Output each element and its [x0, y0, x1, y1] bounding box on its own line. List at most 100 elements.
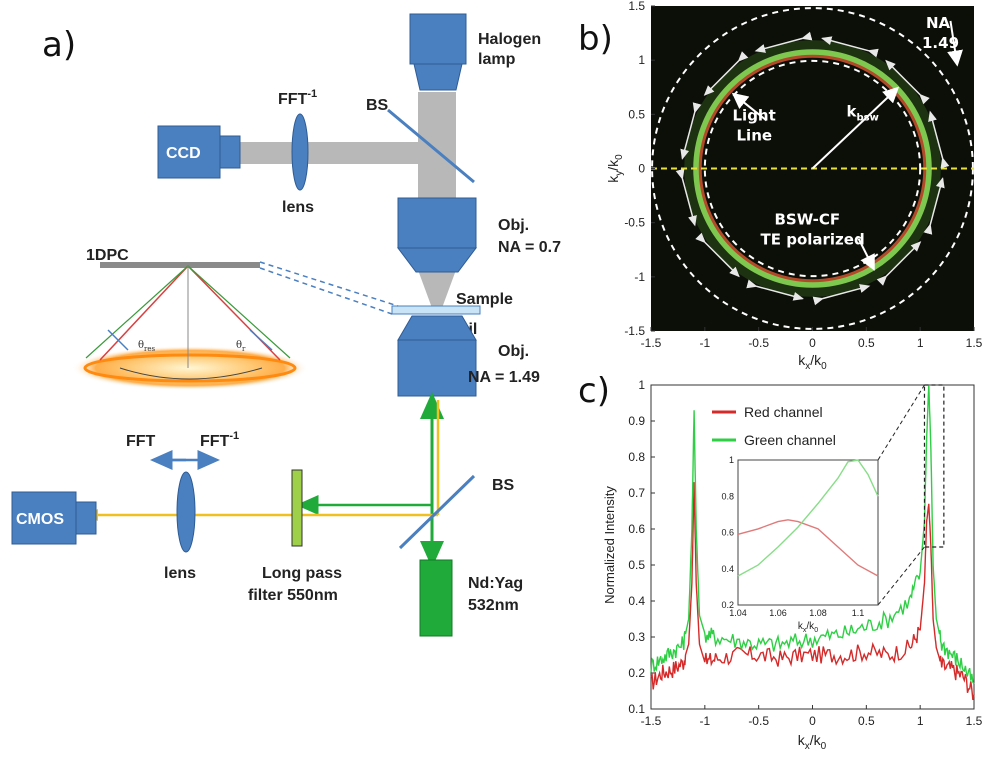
b-ytick-label: 1 — [638, 53, 645, 67]
polarization-arrow — [746, 279, 804, 301]
c-ytick-label: 0.9 — [628, 414, 645, 428]
obj2-label-1: Obj. — [498, 343, 529, 360]
cmos-label: CMOS — [16, 511, 64, 528]
panel-c-label: c) — [578, 371, 610, 411]
dpc-label: 1DPC — [86, 247, 129, 264]
c-xtick-label: -0.5 — [748, 714, 769, 728]
inset-xtick-label: 1.04 — [729, 608, 747, 618]
c-xtick-label: 1 — [917, 714, 924, 728]
polarization-arrow — [680, 102, 702, 160]
series-line-green — [650, 384, 975, 685]
b-ylabel: ky/k0 — [605, 154, 625, 183]
light-line-arrow — [731, 92, 768, 122]
polarization-arrow — [821, 36, 879, 58]
b-ytick-label: 0 — [638, 162, 645, 176]
na-arrow — [947, 20, 963, 67]
bsw-label-1: BSW-CF — [775, 211, 841, 229]
b-ylabel-tail: /k — [605, 159, 621, 171]
b-ylabel-tail-sub: 0 — [614, 154, 625, 160]
objective-cone — [418, 270, 456, 308]
ndyag-laser — [419, 559, 453, 637]
theta-res-label: θres — [138, 340, 156, 353]
ccd-label: CCD — [166, 145, 201, 162]
c-ylabel: Normalized Intensity — [602, 486, 617, 604]
inset-ytick-label: 0.2 — [721, 600, 734, 610]
c-xtick-label: -1.5 — [641, 714, 662, 728]
polarization-arrow — [703, 51, 749, 96]
obj1-label-2: NA = 0.7 — [498, 239, 561, 256]
zoom-connector-bottom — [877, 546, 925, 606]
filter-label-2: filter 550nm — [248, 587, 338, 604]
b-xtick-label: 0.5 — [858, 336, 875, 350]
na-label-2: 1.49 — [922, 34, 959, 52]
inset-xtick-label: 1.08 — [809, 608, 827, 618]
kbsw-arrow — [811, 86, 900, 170]
halogen-label-2: lamp — [478, 51, 516, 68]
obj2-label-2: NA = 1.49 — [468, 369, 540, 386]
c-xlabel: kx/k0 — [798, 732, 827, 752]
inset-xtick-label: 1.1 — [852, 608, 865, 618]
lens-bottom-label: lens — [164, 565, 196, 582]
bs-bottom-label: BS — [492, 477, 515, 494]
halogen-lamp — [409, 13, 467, 91]
polarization-arrow — [754, 31, 813, 53]
b-xlabel-tail: /k — [810, 352, 822, 368]
inset-red-line — [737, 519, 879, 577]
inset-plot-area — [737, 459, 879, 606]
c-ytick-label: 0.4 — [628, 594, 645, 608]
te-arrow — [857, 238, 875, 271]
b-xtick-label: -1.5 — [641, 336, 662, 350]
b-ytick-label: -1 — [634, 270, 645, 284]
lens-top — [291, 113, 309, 191]
c-ytick-label: 0.3 — [628, 630, 645, 644]
c-ytick-label: 0.5 — [628, 558, 645, 572]
c-ytick-label: 0.2 — [628, 666, 645, 680]
c-xtick-label: -1 — [699, 714, 710, 728]
ccd-camera — [157, 125, 241, 179]
sample-slide — [391, 305, 481, 315]
ccd-light-beam — [240, 142, 440, 164]
inset-xlabel-tail-sub: 0 — [814, 627, 818, 634]
sample-label: Sample — [456, 291, 513, 308]
series-line-red — [650, 482, 975, 701]
laser-label-1: Nd:Yag — [468, 575, 523, 592]
c-xtick-label: 0.5 — [858, 714, 875, 728]
b-ytick-label: 0.5 — [628, 107, 645, 121]
b-ytick-label: -1.5 — [624, 324, 645, 338]
c-ytick-label: 0.7 — [628, 486, 645, 500]
c-ytick-label: 1 — [638, 378, 645, 392]
bs-top-label: BS — [366, 97, 389, 114]
b-ylabel-sub: y — [614, 171, 625, 176]
objective-1-49 — [397, 315, 477, 397]
lens-top-label: lens — [282, 199, 314, 216]
na-label-1: NA — [926, 14, 951, 32]
inset-xlabel-tail: /k — [806, 621, 815, 632]
polarization-arrow — [928, 110, 950, 169]
polarization-arrow — [812, 284, 871, 306]
light-line-label-2: Line — [737, 127, 773, 145]
filter-label-1: Long pass — [262, 565, 342, 582]
inset-green-line — [737, 459, 879, 577]
c-xtick-label: 0 — [809, 714, 816, 728]
bsw-label-2: TE polarized — [761, 231, 865, 249]
panel-b-label: b) — [578, 19, 613, 59]
dpc-crystal — [100, 262, 260, 268]
kbsw-sub: bsw — [856, 113, 878, 124]
beam-splitter-top — [387, 108, 475, 184]
legend-label: Green channel — [744, 432, 836, 448]
inset-ytick-label: 0.8 — [721, 491, 734, 501]
polarization-arrow — [885, 59, 930, 105]
c-xtick-label: 1.5 — [966, 714, 983, 728]
inset-ytick-label: 1 — [729, 455, 734, 465]
c-ytick-label: 0.6 — [628, 522, 645, 536]
b-xlabel: kx/k0 — [798, 352, 827, 372]
polarization-arrow — [675, 168, 697, 227]
dpc-inset: 1DPC θres θr — [72, 247, 399, 390]
b-xtick-label: 1 — [917, 336, 924, 350]
b-xtick-label: 0 — [809, 336, 816, 350]
polarization-arrow — [876, 241, 922, 286]
